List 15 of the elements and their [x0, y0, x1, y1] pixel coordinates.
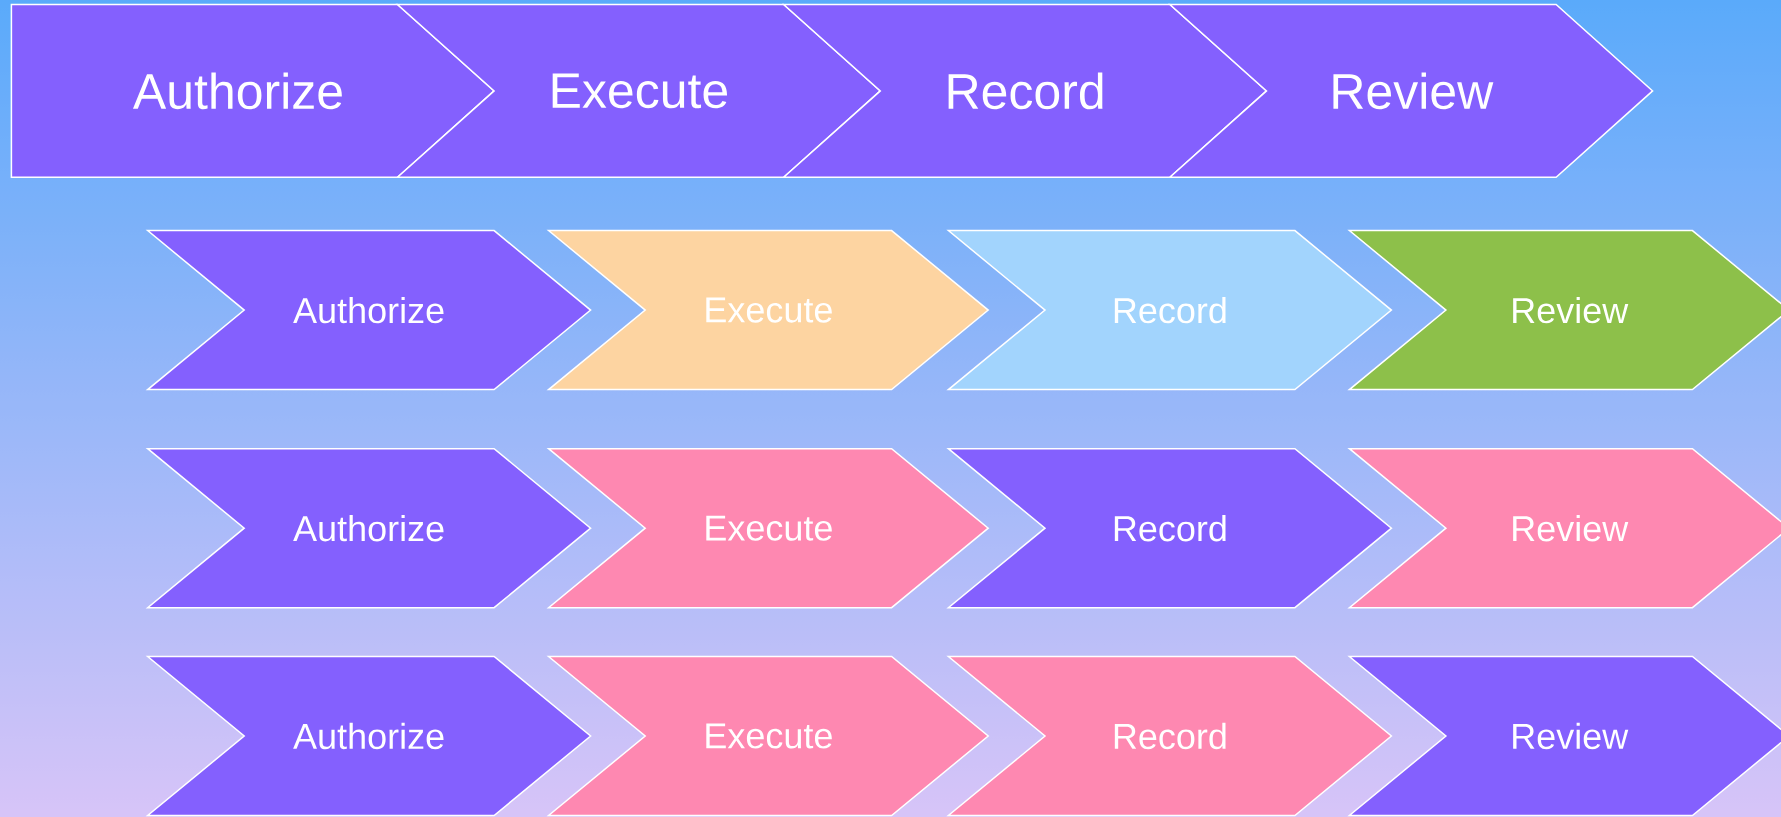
process-step: Execute [546, 655, 990, 817]
process-step: Authorize [145, 229, 592, 391]
process-step: Authorize [145, 655, 592, 817]
process-step: Record [946, 447, 1393, 609]
process-step: Execute [395, 3, 882, 178]
process-step: Execute [546, 229, 990, 391]
process-step: Record [946, 655, 1393, 817]
process-step: Record [946, 229, 1393, 391]
process-step: Review [1347, 655, 1781, 817]
process-step: Authorize [145, 447, 592, 609]
process-step: Review [1347, 229, 1781, 391]
process-step: Review [1167, 3, 1654, 178]
process-step: Execute [546, 447, 990, 609]
process-step: Record [781, 3, 1268, 178]
process-step: Review [1347, 447, 1781, 609]
